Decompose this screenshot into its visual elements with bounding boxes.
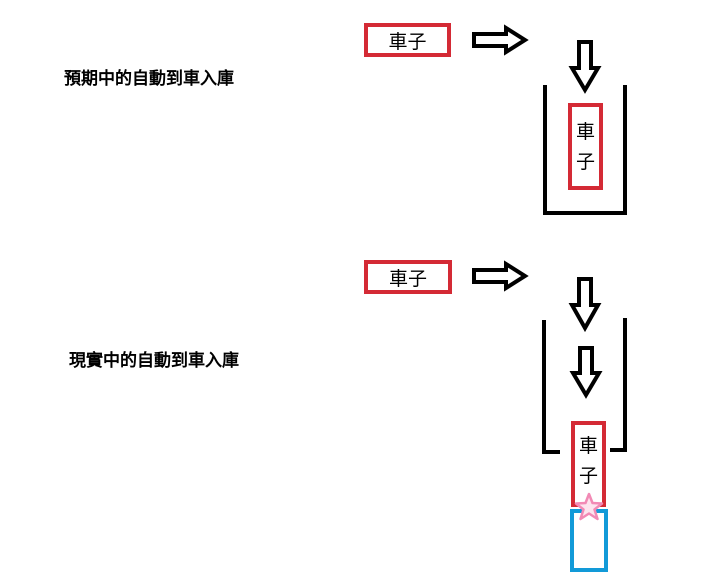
garage-top	[543, 85, 627, 215]
blue-obstacle-box	[570, 509, 608, 572]
car-in-garage-top: 車 子	[568, 103, 603, 190]
garage-bottom-left	[542, 320, 560, 454]
car-char-1: 車	[575, 120, 595, 143]
arrow-right-icon	[472, 24, 529, 56]
car-in-garage-bottom: 車 子	[571, 421, 606, 507]
car-char-2: 子	[578, 465, 598, 487]
star-icon	[574, 492, 604, 521]
garage-bottom-right	[610, 318, 627, 452]
expected-caption: 預期中的自動到車入庫	[64, 69, 234, 89]
car-top: 車子	[364, 23, 451, 57]
arrow-down-icon	[569, 346, 603, 399]
actual-caption: 現實中的自動到車入庫	[69, 351, 239, 371]
arrow-right-icon	[472, 260, 529, 292]
arrow-down-icon	[568, 277, 602, 333]
arrow-down-icon	[568, 40, 602, 94]
car-char-1: 車	[578, 435, 598, 457]
car-bottom: 車子	[364, 260, 452, 294]
car-char-2: 子	[575, 150, 595, 173]
